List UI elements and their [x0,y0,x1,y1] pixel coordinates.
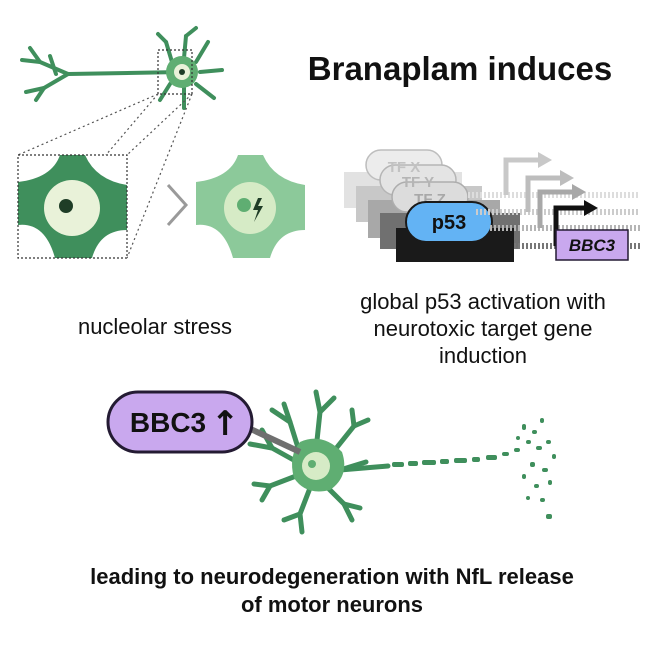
zoomed-healthy-cell [17,154,128,259]
p53-activation-diagram: TF X TF Y TF Z p53 BBC3 [344,149,640,262]
figure-title: Branaplam induces [307,50,613,87]
chevron-right-icon [166,183,189,227]
nucleolar-stress-caption: nucleolar stress [77,314,233,339]
up-arrow-icon: ↑ [211,404,240,444]
axon-fragments [392,418,556,519]
conclusion-line: leading to neurodegeneration with NfL re… [90,564,574,589]
stressed-cell [196,155,305,258]
conclusion-caption: leading to neurodegeneration with NfL re… [10,563,654,619]
tf-y-label: TF Y [402,174,434,191]
p53-activation-caption: global p53 activation with neurotoxic ta… [318,288,648,369]
bbc3-gene-label: BBC3 [569,236,616,255]
bbc3-upregulation-badge: BBC3 ↑ [106,390,302,455]
p53-label: p53 [432,212,466,234]
p53-caption-line: induction [438,343,528,368]
degenerating-neuron [247,389,556,535]
p53-caption-line: neurotoxic target gene [373,316,593,341]
p53-caption-line: global p53 activation with [360,289,606,314]
small-neuron-icon [20,26,224,110]
tf-x-label: TF X [388,159,421,176]
p53-protein [405,201,493,243]
conclusion-line: of motor neurons [240,592,424,617]
lightning-bolt-icon [253,198,263,222]
zoom-guide-lines [17,93,193,259]
bbc3-badge-label: BBC3 [130,407,206,438]
bbc3-gene-box [555,229,629,261]
